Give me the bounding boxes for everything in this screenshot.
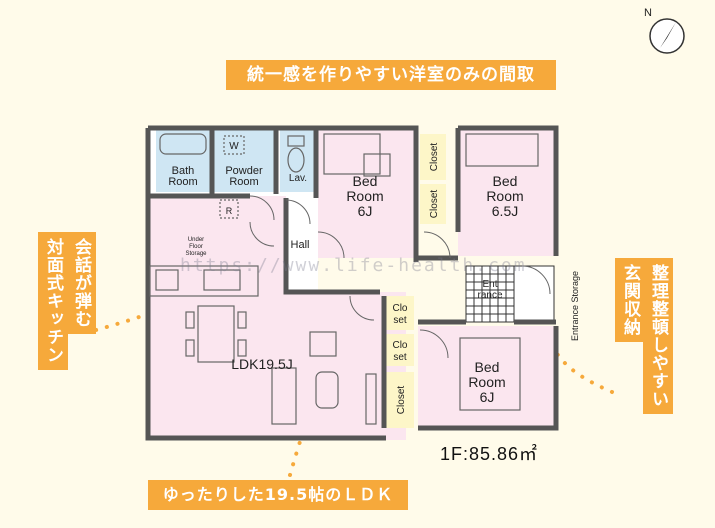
tv-stand [365, 373, 377, 425]
bathtub-icon [159, 133, 207, 155]
bed1-label: Bed [353, 173, 378, 189]
under-floor-label-3: Storage [185, 251, 207, 257]
top-caption: 統一感を作りやすい洋室のみの間取 [226, 60, 556, 90]
stove-icon [155, 269, 179, 291]
bath-label-2: Room [168, 176, 197, 188]
walls [145, 125, 559, 441]
bed2-label: Bed [493, 173, 518, 189]
watermark: https://www.life-health.com [180, 255, 527, 276]
closet-label: Closet [429, 143, 440, 172]
total-area: 1F:85.86㎡ [440, 444, 539, 464]
bed3-label-2: Room [468, 374, 505, 390]
right-caption-col1: 整理整頓しやすい [643, 258, 673, 414]
bed2-label-2: Room [486, 188, 523, 204]
chair-icon [185, 311, 195, 329]
entrance-label: Ent [482, 279, 497, 290]
bed2-size: 6.5J [492, 203, 518, 219]
powder-label-2: Room [229, 176, 258, 188]
compass-north-label: N [644, 7, 652, 19]
closet-label: Closet [396, 386, 407, 415]
clo-label-2: set [393, 352, 407, 363]
kitchen-counter [149, 265, 259, 297]
entrance-label-2: rance [477, 290, 502, 301]
chair-icon [185, 339, 195, 357]
doors [249, 195, 551, 359]
dining-table [197, 305, 235, 363]
entrance-storage-label: Entrance Storage [570, 271, 580, 341]
fridge-label: R [226, 206, 233, 216]
fixtures [149, 133, 539, 425]
bed-icon [459, 337, 521, 411]
washer-icon [223, 135, 245, 155]
chair-icon [237, 339, 247, 357]
lav-label: Lav. [289, 173, 307, 184]
powder-label: Powder [225, 165, 263, 177]
bottom-caption: ゆったりした19.5帖のＬＤＫ [148, 480, 408, 510]
entrance-tiles [465, 265, 555, 323]
under-floor-label: Under [188, 237, 204, 243]
compass-needle-icon [660, 22, 676, 48]
left-caption-col2: 対面式キッチン [38, 232, 68, 370]
bed1-size: 6J [358, 203, 373, 219]
sofa-icon [271, 367, 297, 425]
desk-icon [363, 153, 391, 177]
washer-label: W [229, 141, 239, 152]
tank-icon [287, 135, 305, 147]
clo-label: Clo [392, 303, 407, 314]
compass: N [644, 7, 685, 54]
room-labels: Bath Room Powder Room W Lav. Bed Room 6J… [168, 141, 580, 414]
ldk-label: LDK19.5J [231, 356, 292, 372]
fridge-icon [219, 199, 239, 219]
bath-label: Bath [172, 165, 195, 177]
bed3-size: 6J [480, 389, 495, 405]
bed1-label-2: Room [346, 188, 383, 204]
right-caption-col2: 玄関収納 [615, 258, 645, 342]
clo-label: Clo [392, 340, 407, 351]
toilet-icon [287, 147, 305, 173]
sink-icon [203, 269, 241, 291]
under-floor-label-2: Floor [189, 244, 203, 250]
bed-icon [465, 133, 539, 167]
coffee-table [315, 371, 339, 409]
left-caption-col1: 会話が弾む [66, 232, 96, 334]
compass-icon [649, 18, 685, 54]
closet-label: Closet [429, 190, 440, 219]
armchair-icon [309, 331, 337, 357]
bed3-label: Bed [475, 359, 500, 375]
clo-label-2: set [393, 315, 407, 326]
chair-icon [237, 311, 247, 329]
hall-label: Hall [291, 239, 310, 251]
